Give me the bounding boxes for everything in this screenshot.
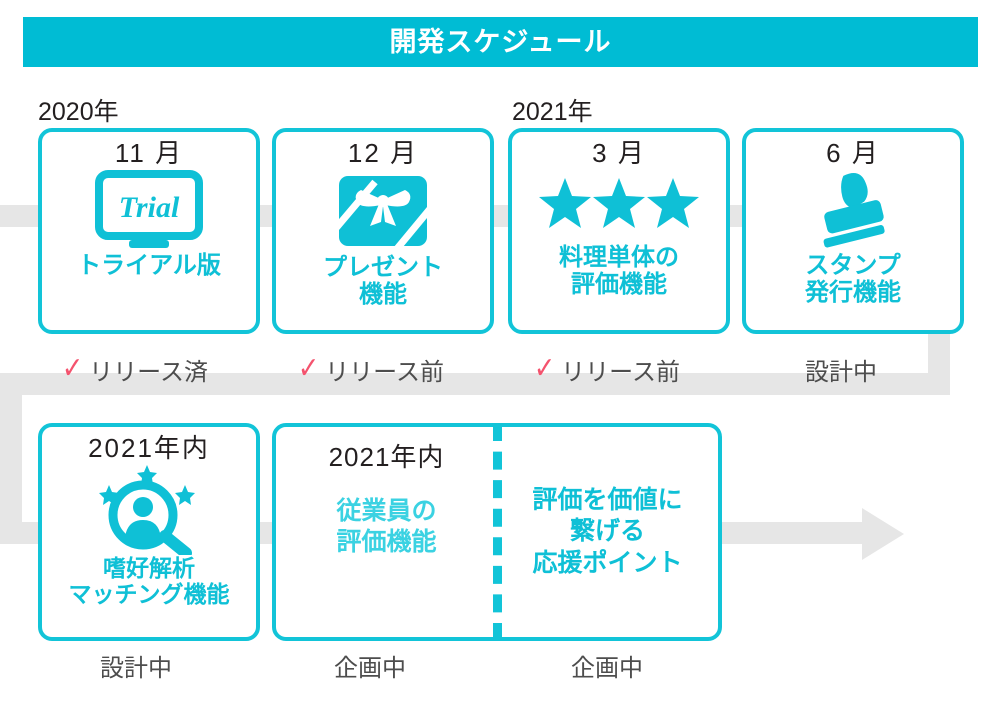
card-month-label: 6 月 [826,138,880,168]
dashed-divider-icon [493,423,502,641]
split-card-body: 2021年内 従業員の 評価機能 評価を価値に 繋げる 応援ポイント [276,423,718,641]
gift-card-icon [335,172,431,250]
status-label: リリース前 [325,359,444,386]
card-caption: 嗜好解析 マッチング機能 [68,554,230,608]
check-icon: ✓ [533,351,556,385]
trial-icon-text: Trial [119,191,180,224]
year-label-2021: 2021年 [512,98,593,126]
card-caption: 従業員の 評価機能 [336,497,437,557]
card-month-label: 2021年内 [328,442,445,472]
monitor-trial-icon: Trial [93,169,205,248]
card-caption: プレゼント 機能 [323,253,443,309]
page-title-banner: 開発スケジュール [23,17,978,67]
three-stars-icon [537,176,701,234]
milestone-card-stamp[interactable]: 6 月 スタンプ 発行機能 [742,128,964,334]
timeline-band-return [0,373,950,395]
card-month-label: 11 月 [114,138,184,168]
card-month-label: 2021年内 [88,433,210,463]
status-label: リリース前 [561,359,680,386]
status-label: リリース済 [89,359,208,386]
status-badge-present: ✓ リリース前 [296,352,444,387]
split-half-right[interactable]: 評価を価値に 繋げる 応援ポイント [497,427,718,637]
status-badge-employee-rating: 企画中 [334,648,406,683]
status-badge-stamp: 設計中 [805,352,877,387]
milestone-card-present[interactable]: 12 月 プレゼント 機能 [272,128,494,334]
page-title: 開発スケジュール [389,26,612,57]
person-search-stars-icon [83,463,215,555]
year-label-2020: 2020年 [38,98,119,126]
status-badge-support-points: 企画中 [571,648,643,683]
status-badge-matching: 設計中 [100,648,172,683]
timeline-arrow-icon [862,508,904,560]
card-caption: トライアル版 [77,251,221,279]
status-badge-trial: ✓ リリース済 [60,352,208,387]
milestone-card-dish-rating[interactable]: 3 月 料理単体の 評価機能 [508,128,730,334]
timeline-band-left-turn [0,373,22,533]
status-label: 企画中 [334,655,406,682]
check-icon: ✓ [297,351,320,385]
card-caption: 評価を価値に 繋げる 応援ポイント [532,486,683,577]
status-label: 設計中 [805,359,877,386]
milestone-card-trial[interactable]: 11 月 Trial トライアル版 [38,128,260,334]
milestone-card-matching[interactable]: 2021年内 嗜好解析 マッチング機能 [38,423,260,641]
card-month-label: 12 月 [347,138,419,168]
milestone-card-employee-rating-and-points[interactable]: 2021年内 従業員の 評価機能 評価を価値に 繋げる 応援ポイント [272,423,722,641]
card-month-label: 3 月 [592,138,646,168]
check-icon: ✓ [61,351,84,385]
status-badge-dish-rating: ✓ リリース前 [532,352,680,387]
status-label: 設計中 [100,655,172,682]
card-caption: 料理単体の 評価機能 [559,243,679,299]
card-caption: スタンプ 発行機能 [805,251,901,307]
status-label: 企画中 [571,655,643,682]
split-half-left[interactable]: 2021年内 従業員の 評価機能 [276,427,497,637]
stamp-icon [803,170,903,250]
